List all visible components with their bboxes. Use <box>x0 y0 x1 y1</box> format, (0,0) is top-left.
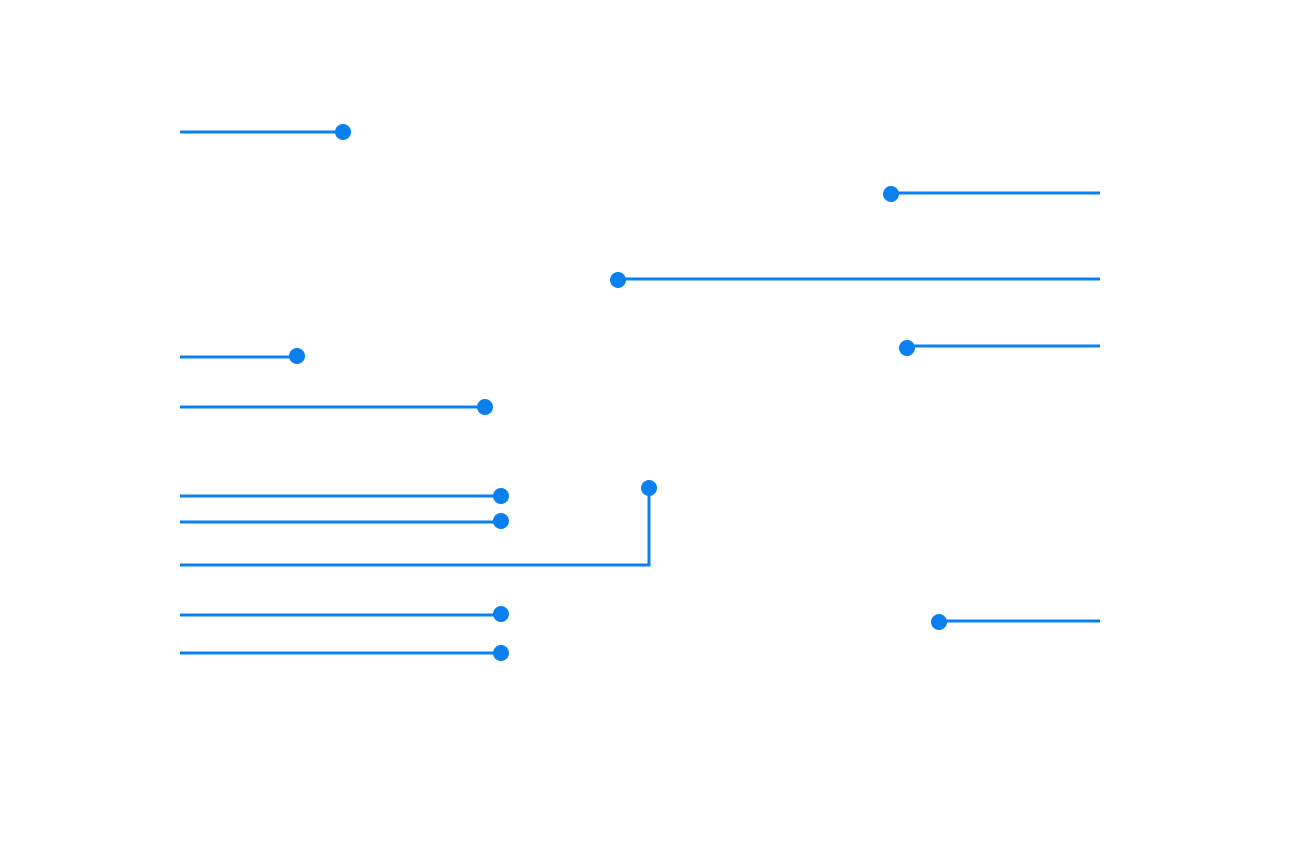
anchor-dot-icon <box>883 186 899 202</box>
anchor-dot-icon <box>899 340 915 356</box>
anchor-dot-icon <box>289 348 305 364</box>
anchor-dot-icon <box>493 606 509 622</box>
anchor-dot-icon <box>610 272 626 288</box>
anchor-dot-icon <box>493 645 509 661</box>
leader-left-6-elbow <box>180 480 657 567</box>
leader-left-2 <box>180 348 305 364</box>
leader-right-4 <box>931 614 1100 630</box>
leader-lines-group <box>180 124 1100 661</box>
leader-left-8 <box>180 645 509 661</box>
anchor-dot-icon <box>335 124 351 140</box>
leader-left-5 <box>180 513 509 529</box>
leader-left-4 <box>180 488 509 504</box>
anchor-dot-icon <box>641 480 657 496</box>
leader-right-2 <box>610 272 1100 288</box>
anchor-dot-icon <box>493 488 509 504</box>
leader-left-7 <box>180 606 509 622</box>
leader-left-3 <box>180 399 493 415</box>
leader-right-3 <box>899 340 1100 356</box>
anchor-dot-icon <box>477 399 493 415</box>
leader-right-1 <box>883 186 1100 202</box>
anchor-dot-icon <box>931 614 947 630</box>
leader-line <box>180 488 651 567</box>
anchor-dot-icon <box>493 513 509 529</box>
leader-left-1 <box>180 124 351 140</box>
